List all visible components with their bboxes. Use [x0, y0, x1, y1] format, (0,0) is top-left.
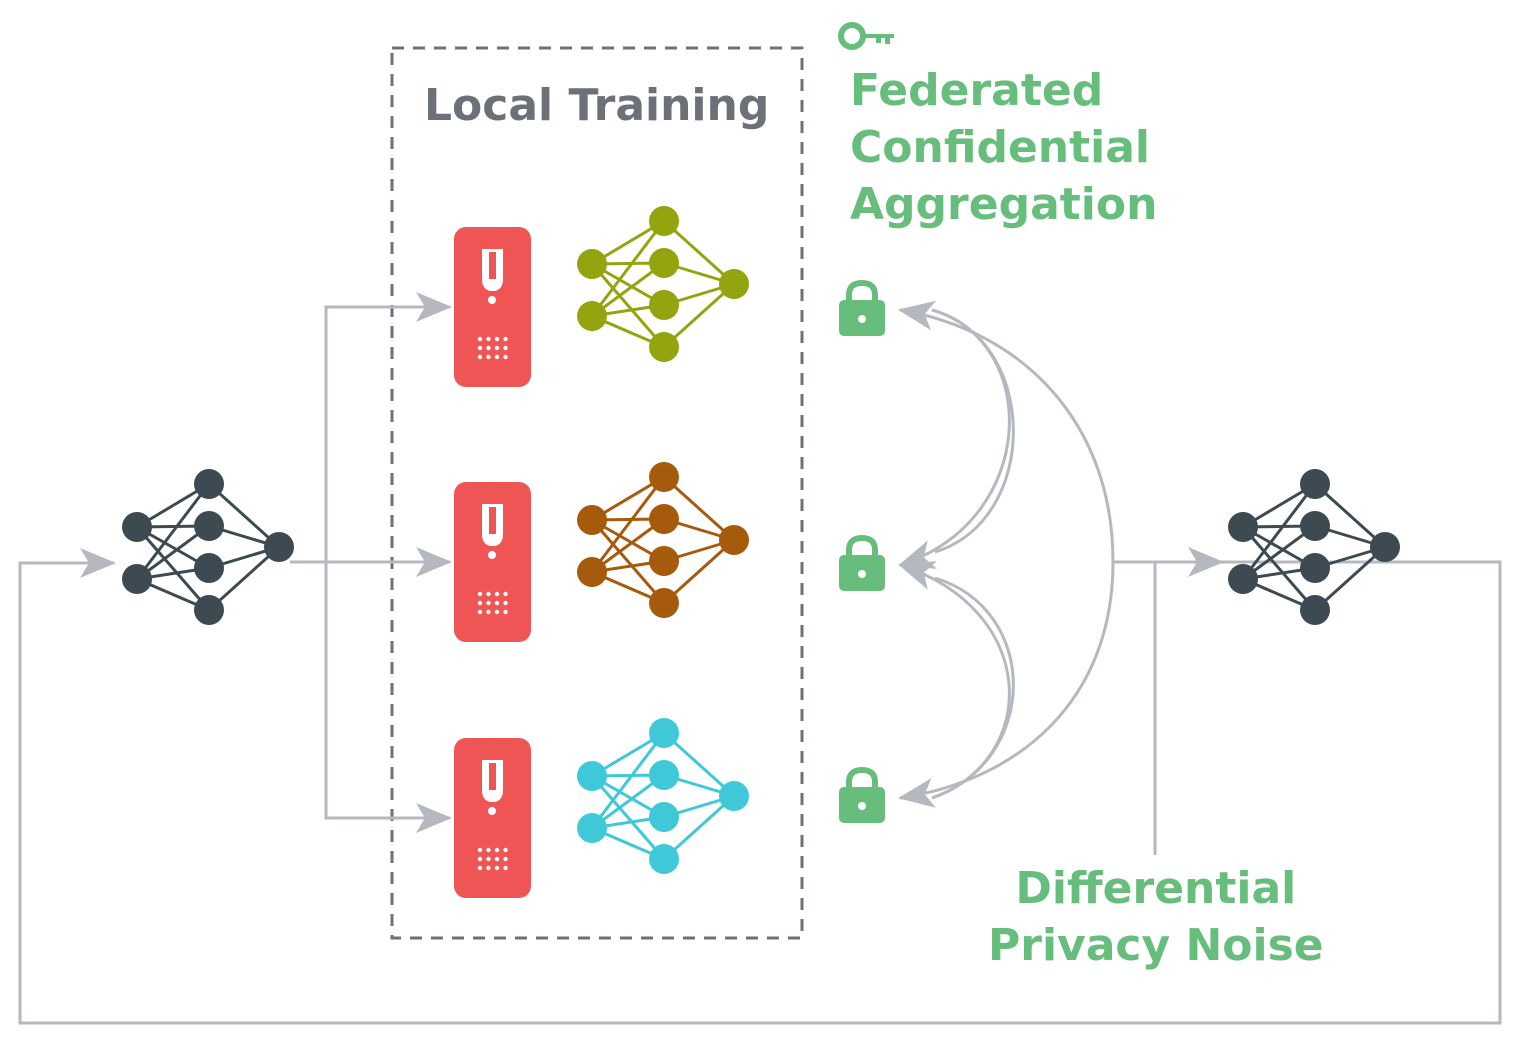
network-node: [577, 249, 607, 279]
network-node: [194, 469, 224, 499]
network-node: [649, 332, 679, 362]
federated-aggregation-line-3: Aggregation: [850, 179, 1158, 230]
network-node: [264, 532, 294, 562]
key-icon: [838, 22, 894, 50]
client-2-model-network: [577, 462, 749, 618]
network-node: [649, 462, 679, 492]
client-3-model-network: [577, 718, 749, 874]
network-node: [1228, 512, 1258, 542]
network-node: [1300, 595, 1330, 625]
local-training-title: Local Training: [424, 80, 770, 131]
secure-enclaves: [454, 227, 531, 898]
network-node: [577, 557, 607, 587]
agg-curve-top-mid: [898, 308, 1011, 569]
network-node: [649, 718, 679, 748]
network-node: [122, 512, 152, 542]
network-node: [577, 813, 607, 843]
neural-networks: [122, 206, 1400, 874]
network-node: [649, 290, 679, 320]
network-node: [1228, 564, 1258, 594]
network-node: [649, 760, 679, 790]
network-node: [1300, 511, 1330, 541]
network-node: [649, 802, 679, 832]
network-node: [1300, 469, 1330, 499]
network-node: [1370, 532, 1400, 562]
network-node: [194, 595, 224, 625]
federated-aggregation-line-1: Federated: [850, 65, 1104, 116]
client-1-model-network: [577, 206, 749, 362]
network-node: [194, 511, 224, 541]
flow-lines: [18, 292, 1502, 1025]
network-node: [577, 505, 607, 535]
secure-enclave-icon: [454, 482, 531, 642]
network-node: [649, 546, 679, 576]
network-node: [194, 553, 224, 583]
aggregated-model-network: [1228, 469, 1400, 625]
lock-icon: [839, 279, 885, 336]
agg-curve-bottom-mid: [898, 561, 1011, 800]
network-node: [577, 761, 607, 791]
global-model-network: [122, 469, 294, 625]
locks: [839, 279, 885, 823]
network-node: [1300, 553, 1330, 583]
network-node: [649, 206, 679, 236]
agg-curve-top: [898, 300, 1115, 563]
differential-privacy-line-1: Differential: [1015, 863, 1297, 914]
network-node: [719, 269, 749, 299]
secure-enclave-icon: [454, 738, 531, 898]
to-client-3-line: [324, 562, 452, 833]
secure-enclave-icon: [454, 227, 531, 387]
network-node: [719, 525, 749, 555]
network-node: [122, 564, 152, 594]
network-node: [649, 504, 679, 534]
federated-aggregation-label: Federated Confidential Aggregation: [850, 62, 1157, 233]
network-node: [649, 248, 679, 278]
lock-icon: [839, 766, 885, 823]
agg-curve-bottom: [898, 561, 1115, 808]
lock-icon: [839, 534, 885, 591]
network-node: [719, 781, 749, 811]
federated-aggregation-line-2: Confidential: [850, 122, 1151, 173]
network-node: [649, 844, 679, 874]
differential-privacy-label: Differential Privacy Noise: [988, 860, 1324, 974]
network-node: [577, 301, 607, 331]
differential-privacy-line-2: Privacy Noise: [988, 920, 1324, 971]
to-client-1-line: [324, 292, 452, 562]
feedback-loop-line: [18, 548, 1502, 1025]
network-node: [649, 588, 679, 618]
